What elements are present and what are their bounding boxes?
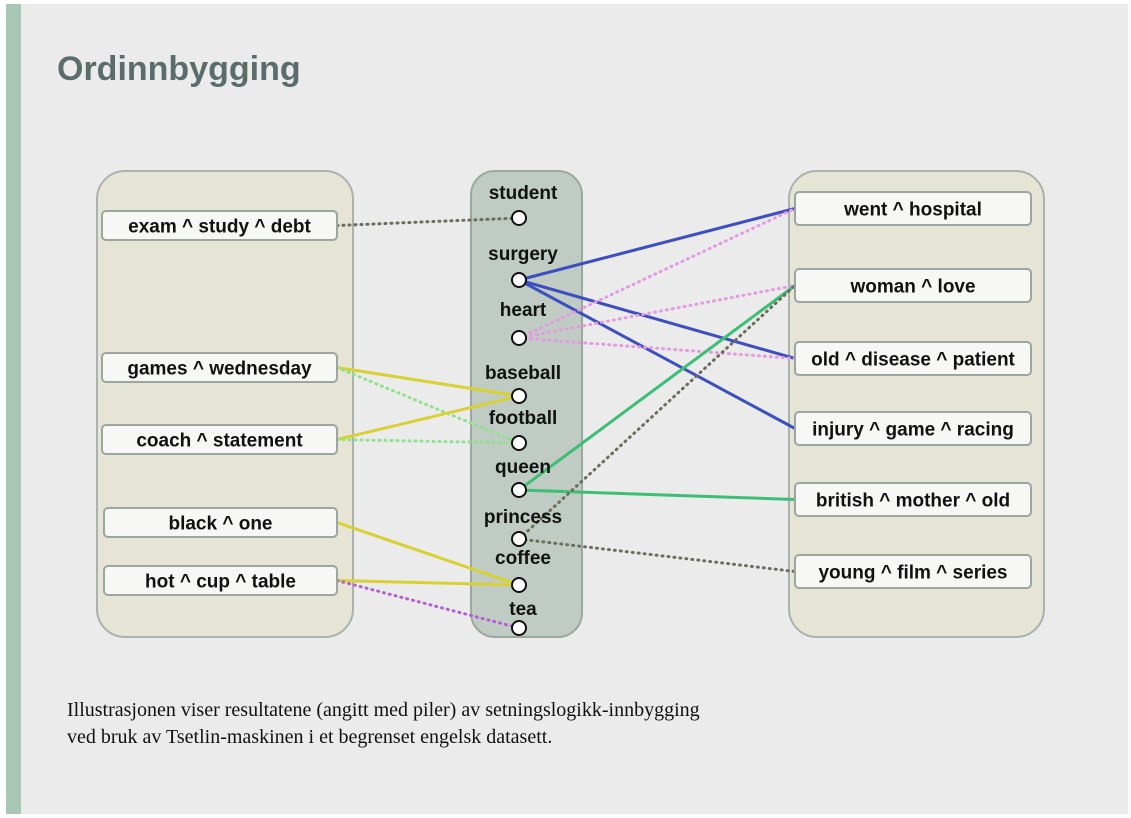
connection-games-football <box>335 366 521 445</box>
left-clause-games: games ^ wednesday <box>101 352 338 383</box>
left-clause-black: black ^ one <box>103 507 338 538</box>
right-clause-label: injury ^ game ^ racing <box>812 420 1014 441</box>
connection-lines <box>335 207 797 630</box>
word-node-heart: heart <box>500 300 547 346</box>
right-clause-young: young ^ film ^ series <box>794 554 1032 589</box>
right-clause-box <box>794 411 1032 446</box>
left-clause-box <box>103 507 338 538</box>
left-clause-label: exam ^ study ^ debt <box>128 217 311 238</box>
right-clause-injury: injury ^ game ^ racing <box>794 411 1032 446</box>
caption-line-2: ved bruk av Tsetlin-maskinen i et begren… <box>67 726 553 748</box>
right-clause-box <box>794 191 1032 226</box>
word-node-football: football <box>489 408 558 451</box>
word-label: football <box>489 408 558 429</box>
left-clause-hot: hot ^ cup ^ table <box>103 565 338 596</box>
clause-boxes: exam ^ study ^ debt games ^ wednesday coac… <box>101 191 1032 596</box>
word-node-circle <box>511 577 527 593</box>
word-label: surgery <box>488 244 558 265</box>
word-node-coffee: coffee <box>495 548 551 593</box>
word-label: princess <box>484 507 562 528</box>
word-node-circle <box>511 272 527 288</box>
connection-surgery-injury <box>517 278 797 430</box>
word-node-student: student <box>489 183 558 226</box>
connection-hot-coffee <box>335 579 521 587</box>
right-clause-box <box>794 482 1032 517</box>
connection-queen-woman <box>517 284 797 492</box>
connection-surgery-went <box>517 207 797 282</box>
connection-heart-old <box>517 336 797 360</box>
left-clause-label: games ^ wednesday <box>127 359 312 380</box>
connection-hot-tea <box>335 579 521 630</box>
connection-princess-woman <box>517 284 797 541</box>
word-node-baseball: baseball <box>485 363 561 404</box>
connection-queen-british <box>517 488 797 501</box>
right-clause-british: british ^ mother ^ old <box>794 482 1032 517</box>
word-label: heart <box>500 300 547 321</box>
right-clause-box <box>794 554 1032 589</box>
word-panel <box>470 170 583 638</box>
connection-heart-went <box>517 207 797 340</box>
left-clause-box <box>101 210 338 241</box>
connection-black-coffee <box>335 521 521 587</box>
word-label: queen <box>495 457 551 478</box>
word-node-circle <box>511 388 527 404</box>
connection-princess-young <box>517 537 797 573</box>
right-clause-box <box>794 268 1032 303</box>
left-clause-label: coach ^ statement <box>136 431 303 452</box>
word-label: coffee <box>495 548 551 569</box>
word-label: baseball <box>485 363 561 384</box>
connection-heart-woman <box>517 284 797 340</box>
word-node-circle <box>511 210 527 226</box>
slide-title: Ordinnbygging <box>57 50 301 88</box>
connection-exam-student <box>335 216 521 227</box>
word-node-tea: tea <box>509 599 537 636</box>
caption: Illustrasjonen viser resultatene (angitt… <box>67 697 700 751</box>
left-clause-exam: exam ^ study ^ debt <box>101 210 338 241</box>
word-node-surgery: surgery <box>488 244 558 288</box>
connection-coach-baseball <box>335 394 521 441</box>
word-node-circle <box>511 435 527 451</box>
right-clause-box <box>794 341 1032 376</box>
word-label: tea <box>509 599 537 620</box>
right-clause-label: old ^ disease ^ patient <box>811 350 1015 371</box>
connection-games-baseball <box>335 366 521 398</box>
word-node-princess: princess <box>484 507 562 547</box>
right-clause-label: young ^ film ^ series <box>818 563 1007 584</box>
left-clause-label: hot ^ cup ^ table <box>145 572 296 593</box>
right-clause-old: old ^ disease ^ patient <box>794 341 1032 376</box>
right-clause-label: woman ^ love <box>849 277 975 298</box>
word-node-circle <box>511 620 527 636</box>
word-node-queen: queen <box>495 457 551 498</box>
right-clause-label: went ^ hospital <box>843 200 982 221</box>
word-node-circle <box>511 330 527 346</box>
left-clause-box <box>103 565 338 596</box>
caption-line-1: Illustrasjonen viser resultatene (angitt… <box>67 699 700 721</box>
word-node-circle <box>511 482 527 498</box>
left-clause-label: black ^ one <box>168 514 272 535</box>
left-clause-coach: coach ^ statement <box>101 424 338 455</box>
word-node-circle <box>511 531 527 547</box>
right-clause-went: went ^ hospital <box>794 191 1032 226</box>
left-clause-box <box>101 424 338 455</box>
connection-surgery-old <box>517 278 797 360</box>
word-nodes: student surgery heart baseball football queen… <box>484 183 562 636</box>
right-clause-label: british ^ mother ^ old <box>816 491 1010 512</box>
word-label: student <box>489 183 558 204</box>
connection-coach-football <box>335 438 521 445</box>
left-clause-box <box>101 352 338 383</box>
right-clause-woman: woman ^ love <box>794 268 1032 303</box>
accent-bar <box>6 4 21 814</box>
